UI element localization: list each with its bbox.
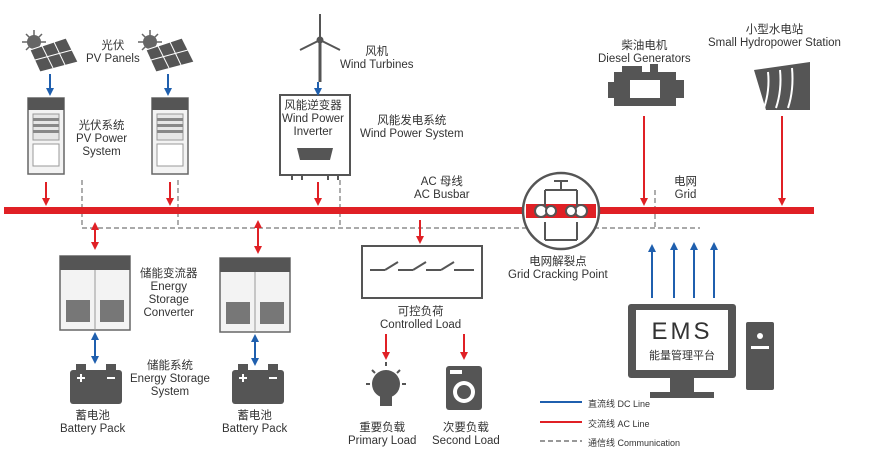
wind-power-inverter [279, 94, 351, 180]
wind-turbine-icon [299, 14, 341, 82]
energy-storage-converter-cabinet [59, 255, 131, 331]
washing-machine-icon [446, 366, 482, 410]
ems-monitor [628, 304, 774, 398]
pv-power-system-cabinet [151, 97, 189, 175]
legend-dc: 直流线 DC Line [588, 399, 651, 409]
grid-cracking-point [521, 171, 601, 251]
legend-ac: 交流线 AC Line [588, 419, 650, 429]
dc-arrows [46, 74, 718, 366]
ems-subtitle: 能量管理平台 [649, 350, 715, 362]
diesel-generator-icon [608, 64, 684, 106]
light-bulb-icon [366, 362, 406, 406]
battery-pack-icon [232, 364, 284, 404]
ems-title: EMS [651, 318, 713, 345]
controlled-load-box [361, 245, 483, 299]
legend-comm: 通信线 Communication [588, 438, 681, 448]
battery-pack-icon [70, 364, 122, 404]
hydropower-station-icon [754, 62, 810, 110]
legend-lines [540, 401, 582, 442]
ac-arrows [42, 116, 786, 360]
ac-busbar [4, 207, 814, 214]
communication-lines [81, 180, 700, 229]
energy-storage-converter-cabinet [219, 257, 291, 333]
pv-power-system-cabinet [27, 97, 65, 175]
pv-panel-icon [138, 30, 195, 73]
pv-panel-icon [22, 30, 79, 73]
